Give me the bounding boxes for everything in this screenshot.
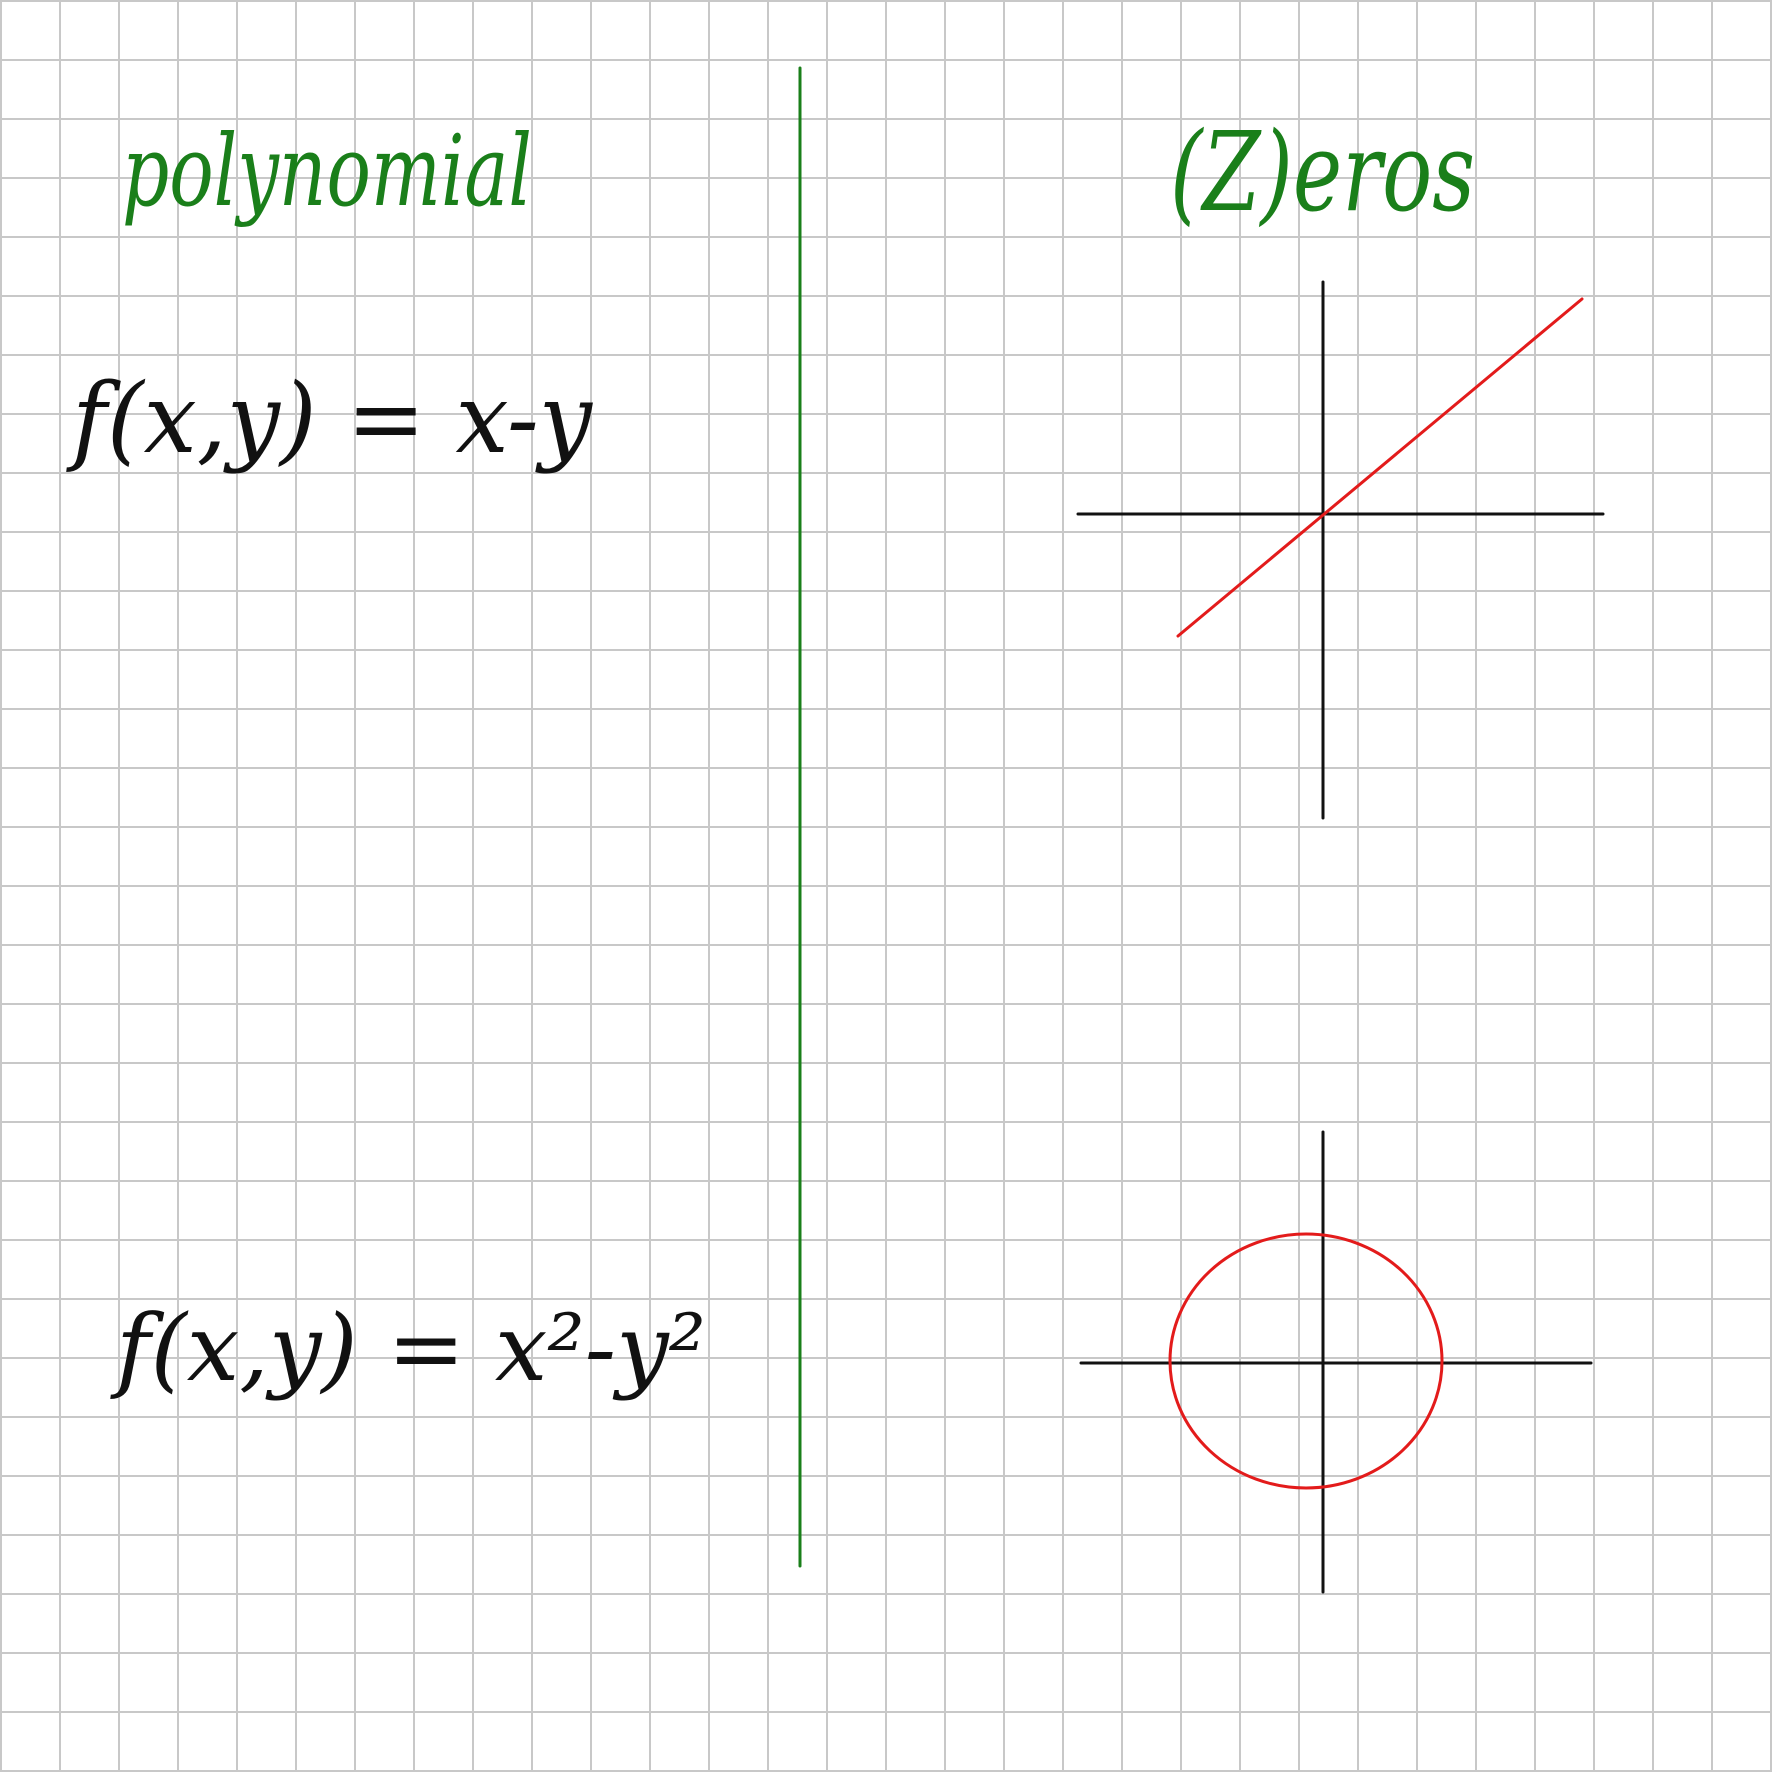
- zero-set-plot-circle: [1079, 1130, 1593, 1594]
- plot2-zero-circle: [1168, 1232, 1444, 1490]
- heading-polynomial-text: polynomial: [122, 115, 532, 229]
- equation-linear: f(x,y) = x-y: [66, 363, 594, 475]
- zero-set-plot-line: [1076, 280, 1605, 820]
- equation-linear-text: f(x,y) = x-y: [66, 363, 594, 475]
- heading-polynomial: polynomial: [122, 115, 532, 229]
- heading-zeros-text: (Z)eros: [1170, 108, 1475, 236]
- equation-quadratic-text: f(x,y) = x²-y²: [110, 1295, 706, 1402]
- plot1-zero-line: [1176, 297, 1584, 638]
- heading-zeros: (Z)eros: [1170, 108, 1475, 236]
- equation-quadratic: f(x,y) = x²-y²: [110, 1295, 706, 1402]
